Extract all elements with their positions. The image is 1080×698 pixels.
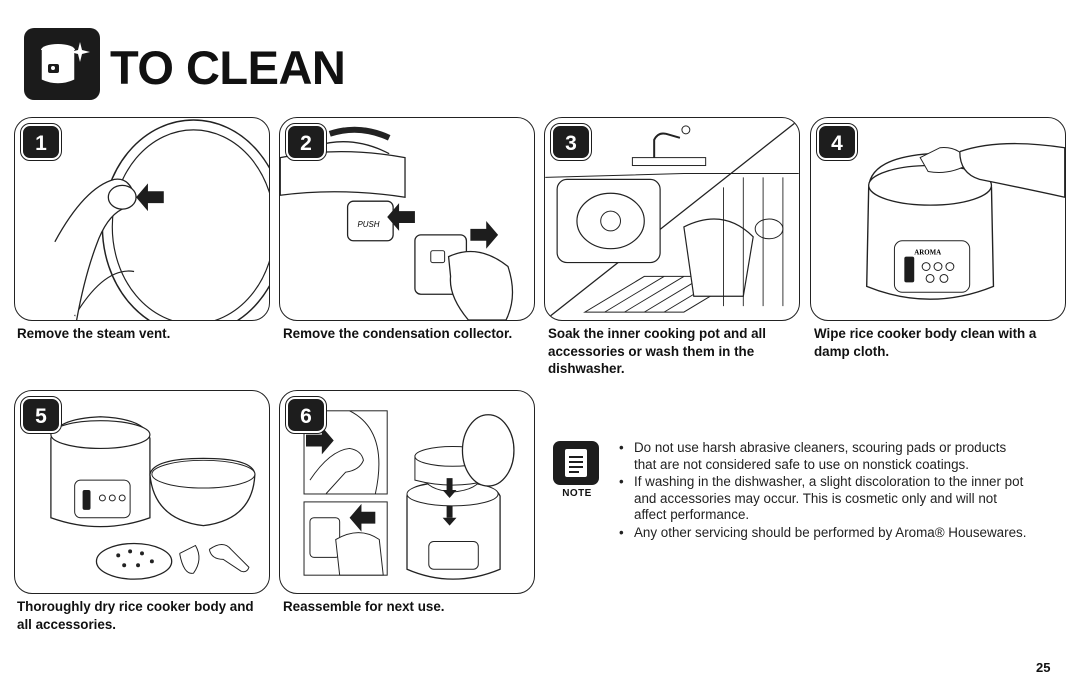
page-number: 25 — [1036, 660, 1051, 675]
step-1-badge: 1 — [20, 123, 62, 161]
step-5-caption: Thoroughly dry rice cooker body and all … — [17, 599, 254, 632]
step-3-badge: 3 — [550, 123, 592, 161]
note-item: Do not use harsh abrasive cleaners, scou… — [618, 440, 1028, 473]
step-1-illustration: 1 — [14, 117, 270, 321]
page-title: TO CLEAN — [110, 41, 346, 94]
note-item: Any other servicing should be performed … — [618, 525, 1028, 542]
step-5-badge: 5 — [20, 396, 62, 434]
step-6-caption: Reassemble for next use. — [283, 599, 445, 614]
step-4-illustration: AROMA 4 — [810, 117, 1066, 321]
step-1-caption: Remove the steam vent. — [17, 326, 171, 341]
step-2-illustration: PUSH 2 — [279, 117, 535, 321]
step-3-caption: Soak the inner cooking pot and all acces… — [548, 326, 766, 376]
step-2-caption: Remove the condensation collector. — [283, 326, 513, 341]
step-2-badge: 2 — [285, 123, 327, 161]
note-list: Do not use harsh abrasive cleaners, scou… — [618, 440, 1028, 543]
note-icon — [553, 441, 599, 485]
push-label: PUSH — [357, 220, 379, 229]
step-6-illustration: 6 — [279, 390, 535, 594]
rice-cooker-icon — [24, 28, 100, 100]
step-6-badge: 6 — [285, 396, 327, 434]
step-5-illustration: 5 — [14, 390, 270, 594]
note-item: If washing in the dishwasher, a slight d… — [618, 474, 1028, 524]
brand-label: AROMA — [914, 250, 941, 257]
step-4-badge: 4 — [816, 123, 858, 161]
step-3-illustration: 3 — [544, 117, 800, 321]
step-4-caption: Wipe rice cooker body clean with a damp … — [814, 326, 1037, 359]
note-label: NOTE — [562, 488, 592, 499]
